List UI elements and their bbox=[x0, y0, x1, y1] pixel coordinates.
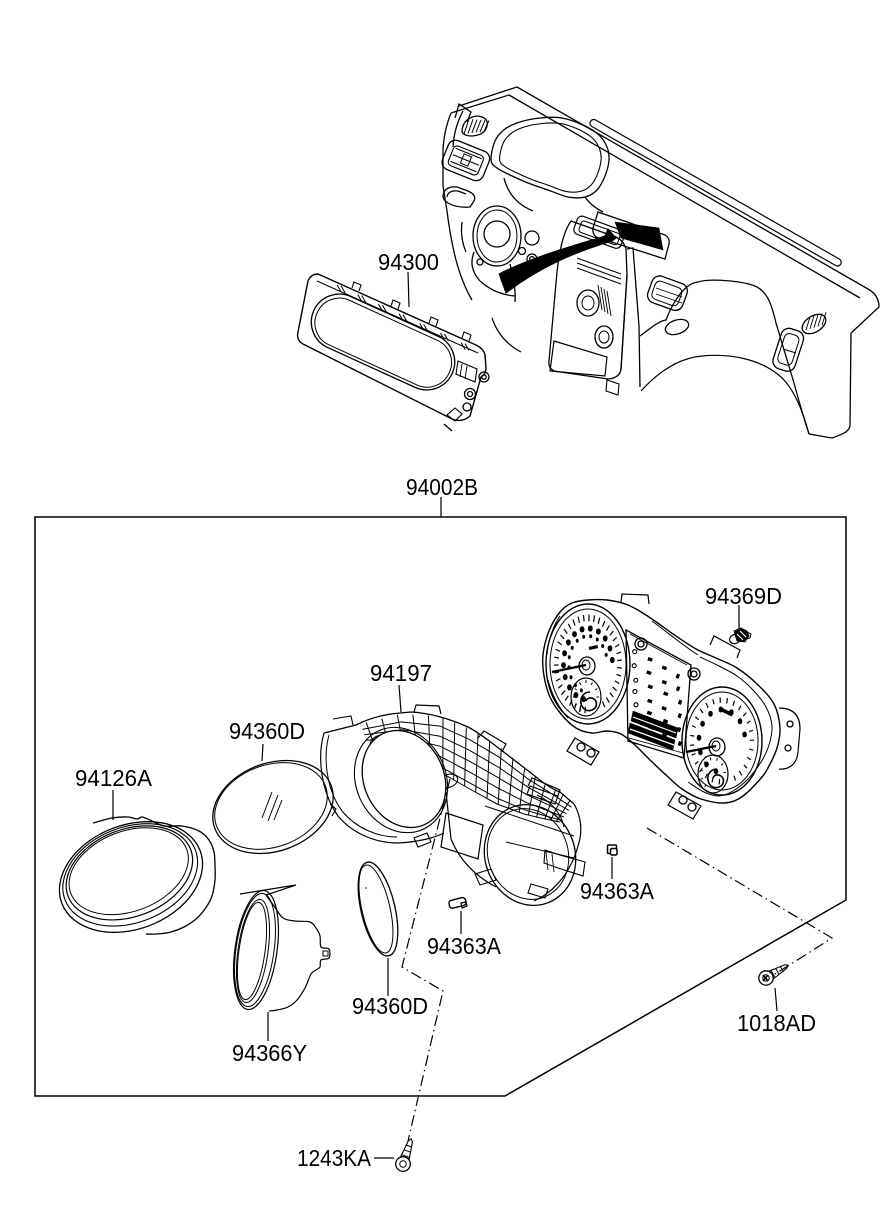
svg-text:94197: 94197 bbox=[370, 660, 432, 686]
svg-text:94369D: 94369D bbox=[705, 583, 782, 609]
svg-text:94363A: 94363A bbox=[580, 878, 654, 904]
svg-text:94126A: 94126A bbox=[75, 765, 152, 791]
svg-text:94300: 94300 bbox=[378, 249, 439, 275]
svg-text:1018AD: 1018AD bbox=[737, 1010, 816, 1036]
svg-text:94363A: 94363A bbox=[427, 933, 501, 959]
svg-text:1243KA: 1243KA bbox=[297, 1145, 371, 1171]
svg-text:94366Y: 94366Y bbox=[232, 1040, 307, 1066]
svg-text:94360D: 94360D bbox=[352, 993, 428, 1019]
svg-text:94002B: 94002B bbox=[406, 474, 478, 500]
svg-text:94360D: 94360D bbox=[229, 718, 305, 744]
